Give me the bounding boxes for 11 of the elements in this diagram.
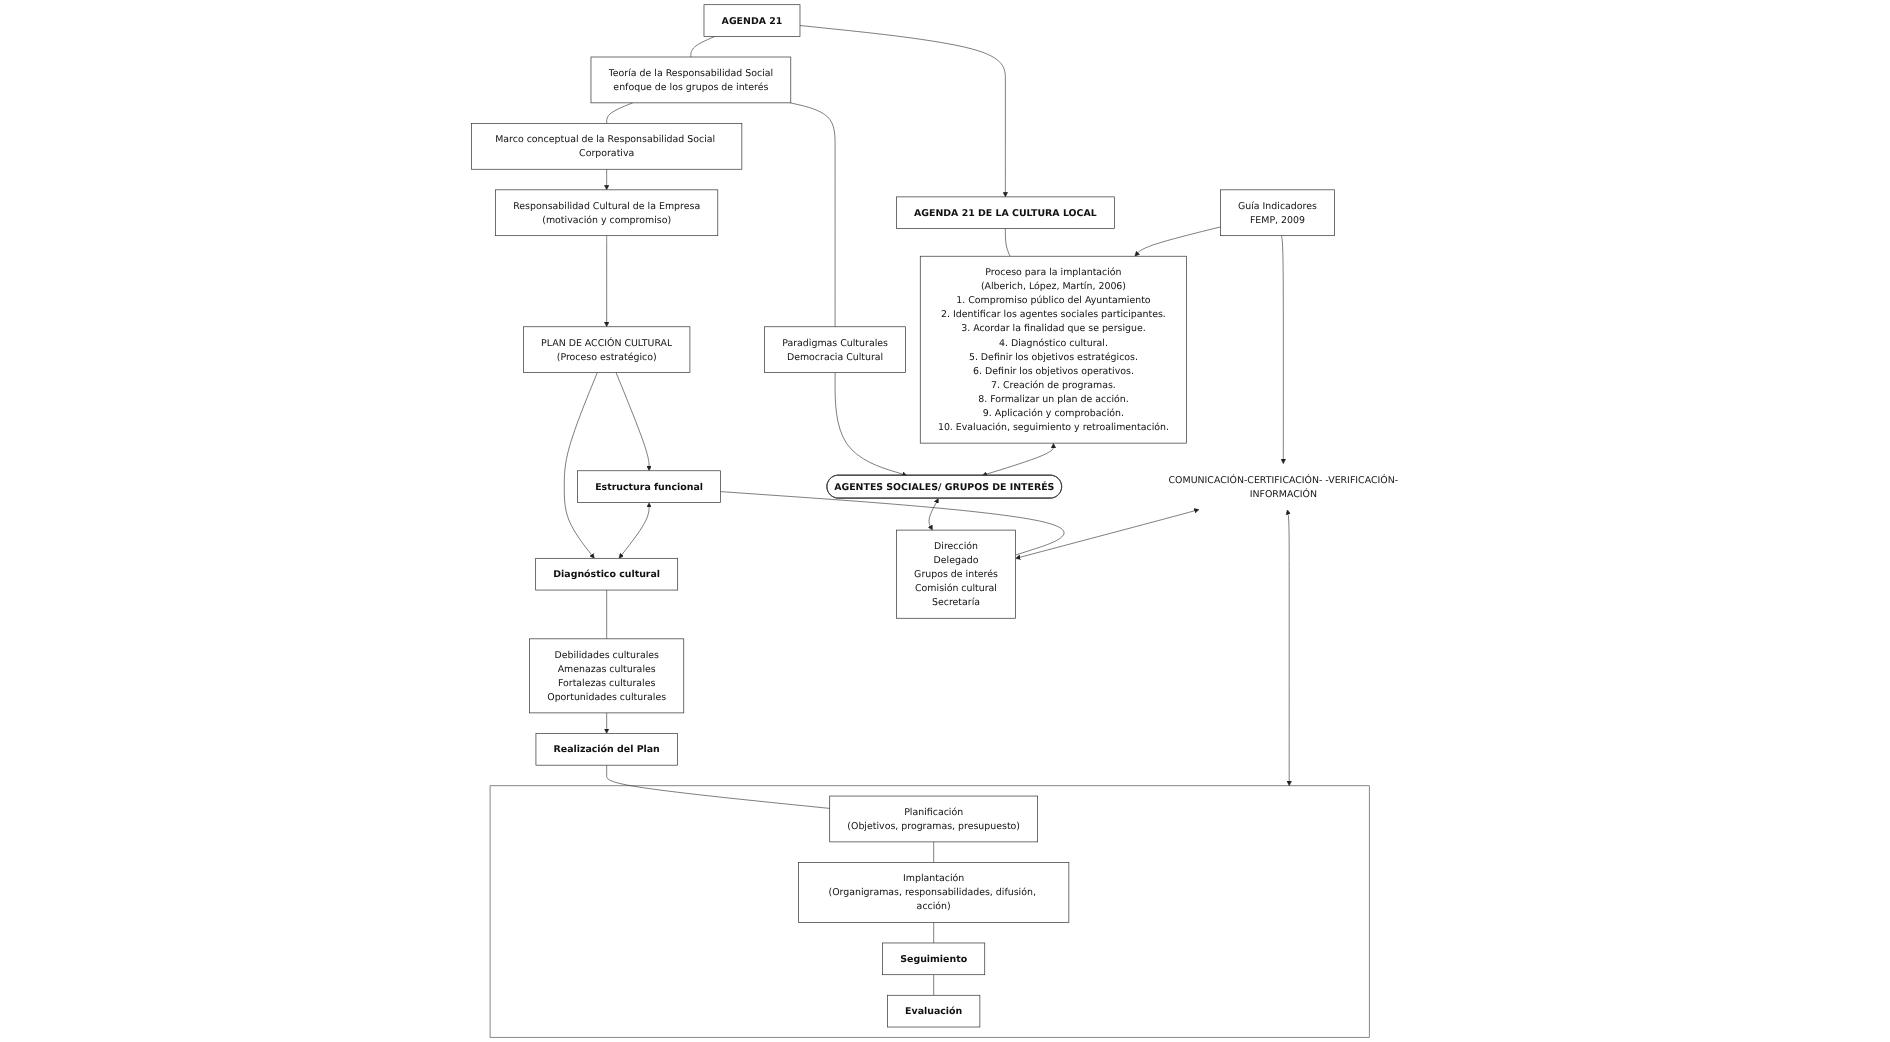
connector xyxy=(720,491,1065,556)
cluster xyxy=(489,785,1370,1038)
connector xyxy=(933,841,934,863)
connector xyxy=(933,922,934,944)
connector xyxy=(606,102,634,124)
connector xyxy=(790,102,836,328)
connector xyxy=(933,974,934,996)
connector xyxy=(690,36,716,58)
connector xyxy=(1005,228,1011,257)
connector xyxy=(606,764,830,809)
connector xyxy=(606,589,607,640)
